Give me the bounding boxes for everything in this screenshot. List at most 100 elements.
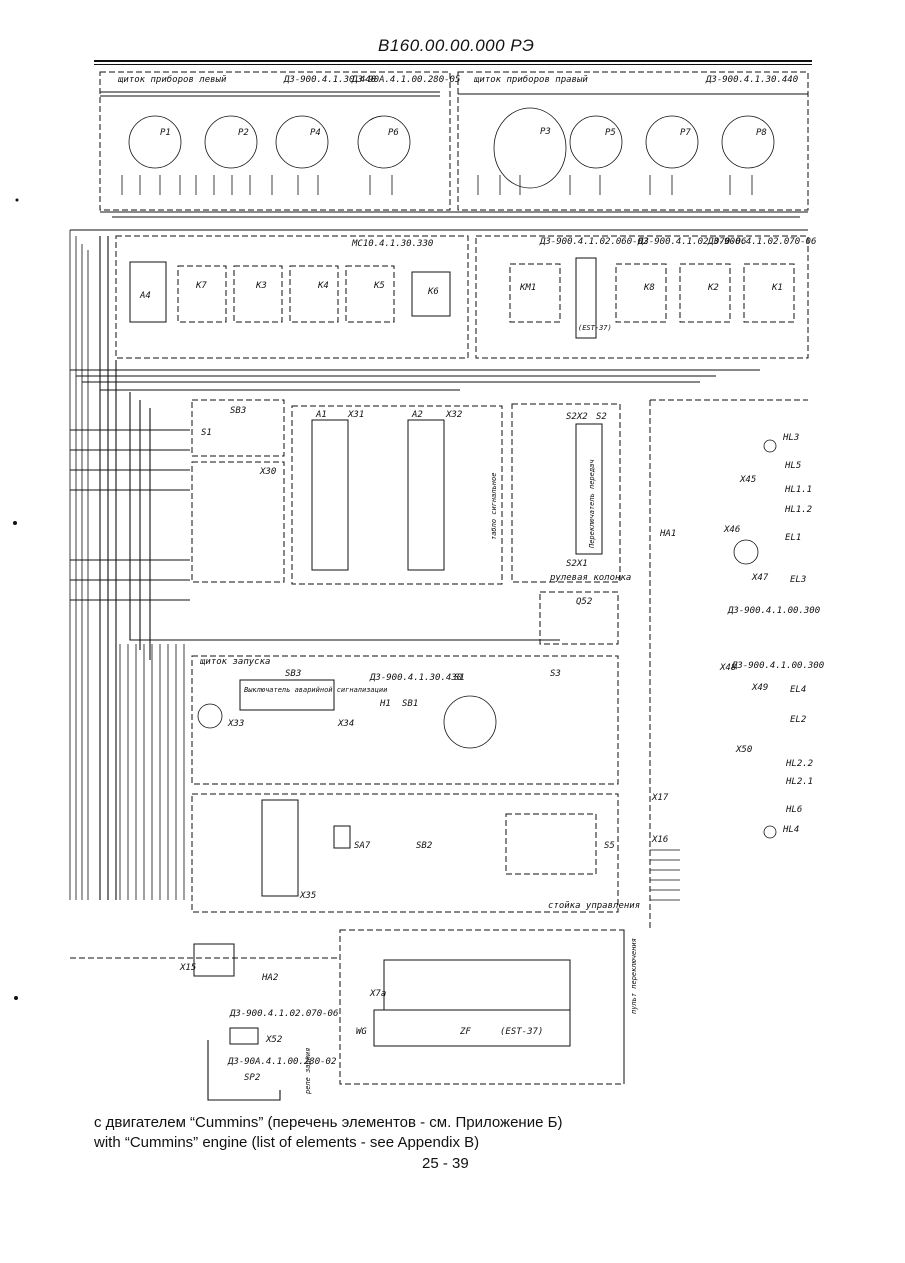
control-pillar: стойка управления X35 SA7 SB2 S5 — [191, 793, 640, 913]
wiring-schematic: щиток приборов левый Д3-900.4.1.30.440 Д… — [13, 71, 824, 1101]
lamp-label: EL2 — [790, 715, 806, 725]
part-label: МС10.4.1.30.330 — [351, 239, 433, 249]
right-instrument-panel: щиток приборов правый Д3-900.4.1.30.440 … — [457, 71, 809, 211]
connector-label: S2X2 — [566, 412, 588, 422]
relay-block-right: Д3-900.4.1.02.060-02 Д3-900.4.1.02.070-0… — [475, 235, 816, 359]
lamp-label: HL1.1 — [784, 485, 812, 495]
buzzer-label: HA1 — [659, 529, 676, 539]
switch-label: S2 — [596, 412, 607, 422]
gearbox-group: X7a WG ZF (EST-37) пульт переключения — [339, 929, 638, 1085]
part-label: Д3-900.4.1.30.430 — [369, 673, 462, 683]
switch-label: S3 — [550, 669, 561, 679]
switch-label: SB2 — [416, 841, 432, 851]
relay-label: K6 — [427, 287, 439, 297]
switch-label: Q52 — [576, 597, 592, 607]
gauge-label: P6 — [388, 128, 399, 138]
gauge-label: P4 — [310, 128, 321, 138]
caption-russian: с двигателем “Cummins” (перечень элемент… — [94, 1114, 563, 1131]
mid-left-group: SB3 S1 X30 A1 X31 A2 X32 табло сигнально… — [191, 399, 503, 585]
connector-label: X49 — [751, 683, 768, 693]
gauge-label: P3 — [540, 127, 551, 137]
switch-title: Выключатель аварийной сигнализации — [244, 686, 387, 694]
part-label: Д3-900.4.1.30.440 — [283, 75, 376, 85]
gauge-p5 — [569, 115, 623, 169]
relay-label: K8 — [643, 283, 655, 293]
gauge-p1 — [128, 115, 182, 169]
lamp-label: HL5 — [784, 461, 801, 471]
connector-label: X32 — [445, 410, 462, 420]
gauge-label: P8 — [756, 128, 767, 138]
module-label: A2 — [411, 410, 423, 420]
connector-label: X46 — [723, 525, 740, 535]
document-code: В160.00.00.000 РЭ — [378, 36, 535, 55]
panel-label: рулевая колонка — [549, 573, 631, 583]
lamp-label: HL4 — [782, 825, 799, 835]
buzzer-label: HA2 — [261, 973, 278, 983]
connector-label: X45 — [739, 475, 756, 485]
panel-label-right: щиток приборов правый — [474, 74, 588, 85]
panel-label: пульт переключения — [630, 938, 638, 1014]
lamp-label: HL2.2 — [785, 759, 813, 769]
gear-selector-group: S2X2 S2 Переключатель передач S2X1 рулев… — [511, 403, 631, 645]
gauge-p4 — [275, 115, 329, 169]
connector-label: X7a — [369, 989, 386, 999]
lamp-label: HL1.2 — [784, 505, 812, 515]
gauge-p8 — [721, 115, 775, 169]
connector-label: X50 — [735, 745, 752, 755]
panel-label-left: щиток приборов левый — [118, 74, 227, 85]
connector-label: X31 — [347, 410, 364, 420]
switch-label: S1 — [454, 673, 465, 683]
gauge-label: P1 — [160, 128, 171, 138]
part-label: Д3-900.4.1.02.070-06 — [707, 237, 816, 247]
connector-label: S2X1 — [566, 559, 588, 569]
switch-label: SA7 — [354, 841, 371, 851]
connector-label: X16 — [651, 835, 668, 845]
panel-label: стойка управления — [548, 901, 640, 911]
lamps-group: HL3 HL5 X45 HL1.1 HL1.2 X46 EL1 X47 EL3 … — [649, 399, 824, 930]
gearbox-label: WG — [356, 1027, 367, 1037]
gauge-label: P2 — [238, 128, 249, 138]
left-instrument-panel: щиток приборов левый Д3-900.4.1.30.440 Д… — [99, 71, 460, 211]
sensor-label: SP2 — [244, 1073, 260, 1083]
connector-label: X52 — [265, 1035, 282, 1045]
lamp-label: EL1 — [785, 533, 801, 543]
connector-label: X47 — [751, 573, 769, 583]
start-panel: щиток запуска SB3 Выключатель аварийной … — [191, 655, 619, 785]
switch-label: SB3 — [285, 669, 301, 679]
selector-label: Переключатель передач — [588, 459, 596, 549]
connector-label: X17 — [651, 793, 669, 803]
lamp-label: H1 — [379, 699, 391, 709]
lamp-label: HL2.1 — [785, 777, 813, 787]
bottom-left-group: X15 HA2 Д3-900.4.1.02.070-06 X52 Д3-90А.… — [70, 943, 340, 1101]
connector-label: X48 — [719, 663, 736, 673]
module-label: A1 — [315, 410, 327, 420]
part-label: Д3-90А.4.1.00.280-02 — [227, 1057, 336, 1067]
connector-label: X30 — [259, 467, 276, 477]
part-label: Д3-900.4.1.02.060-02 — [539, 237, 648, 247]
connector-label: X35 — [299, 891, 316, 901]
lamp-label: HL6 — [785, 805, 802, 815]
harness-vertical — [69, 230, 185, 900]
gauge-p7 — [645, 115, 699, 169]
relay-label: K5 — [373, 281, 385, 291]
part-label: Д3-900.4.1.02.070-06 — [229, 1009, 338, 1019]
switch-label: S1 — [201, 428, 212, 438]
gearbox-label: ZF — [459, 1027, 471, 1037]
relay-label: K2 — [707, 283, 719, 293]
gauge-p6 — [357, 115, 411, 169]
part-label: Д3-900.4.1.00.300 — [731, 661, 824, 671]
controller-label: (EST-37) — [578, 324, 612, 332]
controller-label: (EST-37) — [500, 1027, 543, 1037]
connector-label: X34 — [337, 719, 354, 729]
lamp-label: HL3 — [782, 433, 799, 443]
connector-label: X15 — [179, 963, 196, 973]
header-rule — [94, 60, 812, 62]
header-rule-thin — [94, 64, 812, 65]
panel-label: табло сигнальное — [490, 473, 498, 540]
panel-label: реле задния — [304, 1048, 312, 1094]
gauge-label: P7 — [680, 128, 691, 138]
gauge-p3 — [493, 107, 567, 189]
lamp-label: EL4 — [790, 685, 806, 695]
page-number: 25 - 39 — [422, 1155, 469, 1172]
caption-english: with “Cummins” engine (list of elements … — [94, 1134, 480, 1151]
